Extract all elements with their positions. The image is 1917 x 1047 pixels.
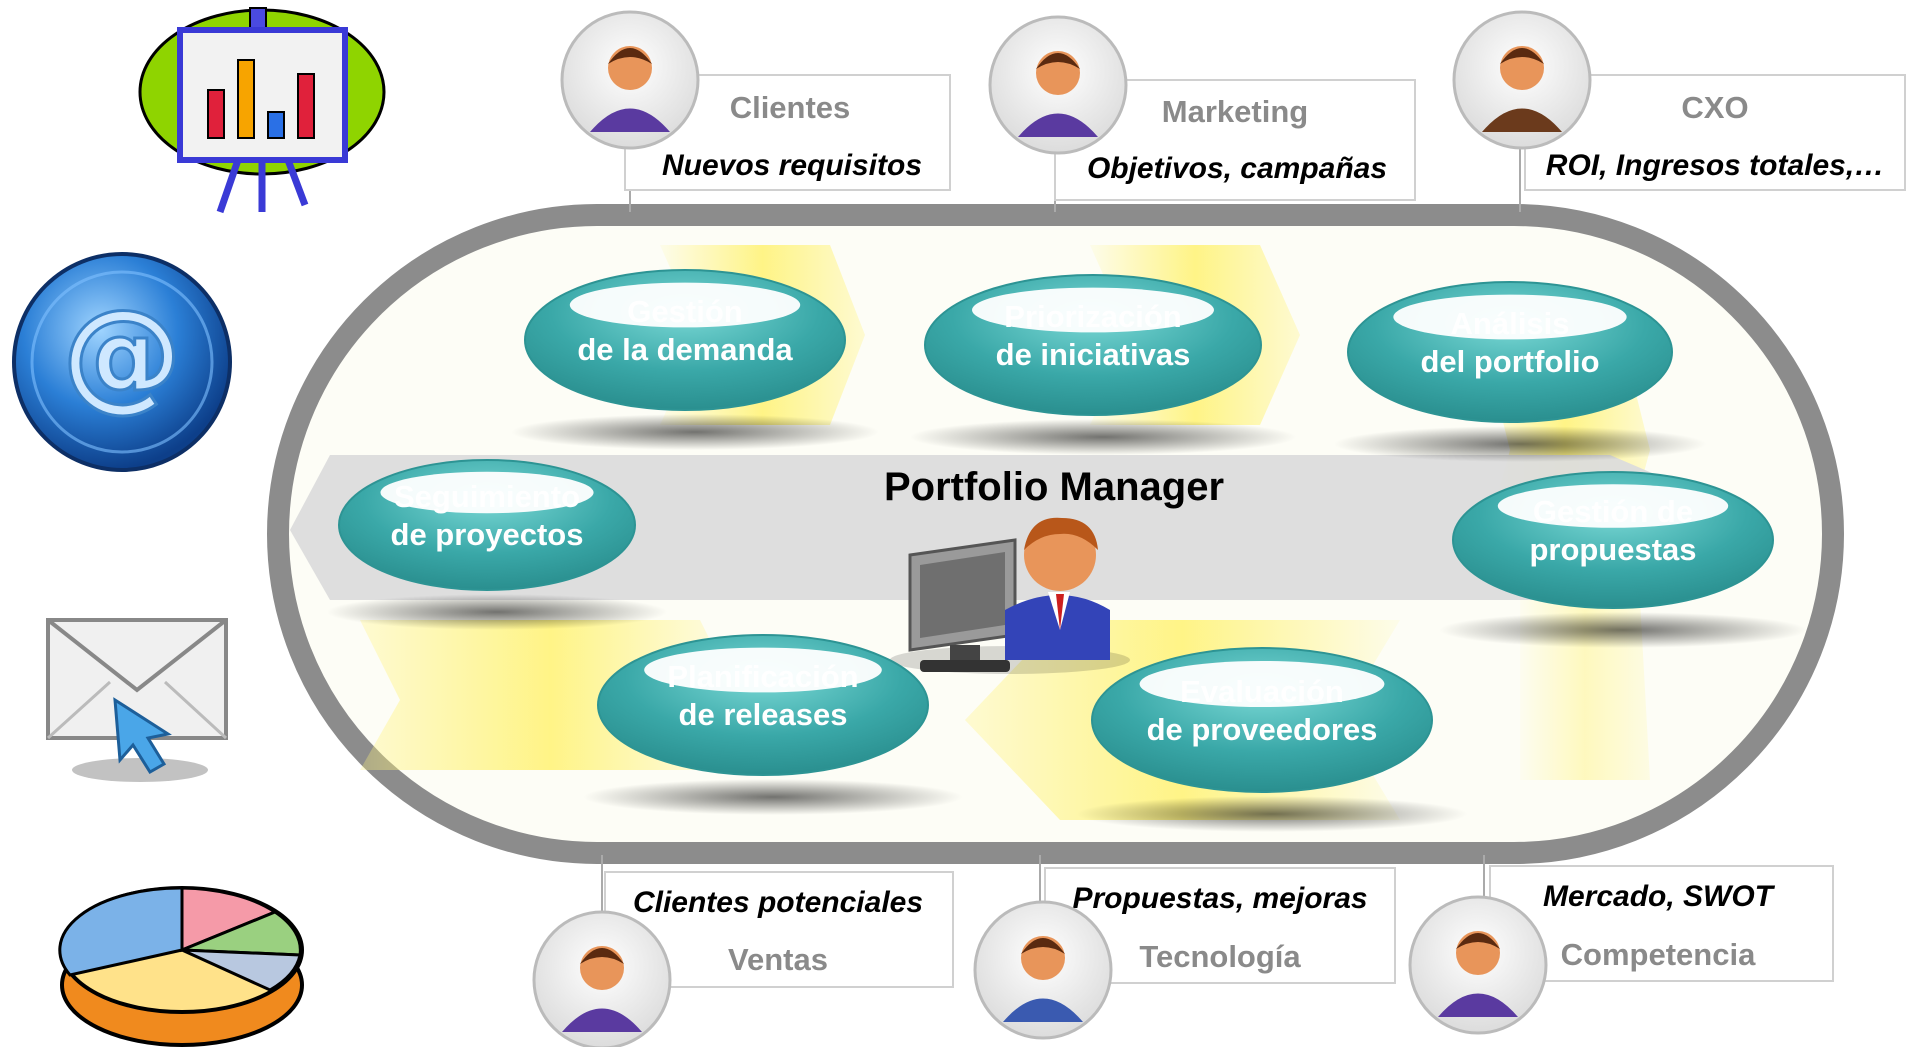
process-title-line1: Planificación: [667, 659, 858, 694]
executive-icon: [1452, 10, 1592, 150]
stakeholder-note: Propuestas, mejoras: [1072, 882, 1367, 915]
center-title: Portfolio Manager: [884, 465, 1224, 509]
clients-icon: [560, 10, 700, 150]
headset-operator-icon: [988, 15, 1128, 155]
process-title-line1: Gestión: [627, 294, 742, 329]
process-title-line1: Gestión de: [1533, 494, 1693, 529]
newspaper-reader-icon: [1408, 895, 1548, 1035]
process-title-line1: Seguimiento: [394, 479, 580, 514]
technician-icon: [973, 900, 1113, 1040]
process-title-line2: de la demanda: [577, 332, 793, 367]
stakeholder-role: Clientes: [730, 90, 851, 125]
stakeholder-bottom-1: Tecnología Propuestas, mejoras: [973, 867, 1396, 1040]
stakeholder-role: Competencia: [1561, 937, 1756, 972]
svg-text:@: @: [62, 285, 182, 424]
email-envelope-icon: [46, 618, 228, 782]
process-title-line2: propuestas: [1529, 532, 1696, 567]
stakeholder-note: Objetivos, campañas: [1087, 152, 1387, 185]
manager-at-computer-icon: [890, 517, 1130, 674]
salesperson-icon: [532, 910, 672, 1047]
process-title-line1: Análisis: [1451, 306, 1570, 341]
stakeholder-note: Clientes potenciales: [633, 886, 923, 919]
center-band: [290, 455, 1680, 600]
process-title-line2: de releases: [679, 697, 848, 732]
stakeholder-bottom-0: Ventas Clientes potenciales: [532, 871, 954, 1047]
stakeholder-note: Nuevos requisitos: [662, 149, 922, 182]
process-title-line1: Priorización: [1004, 299, 1181, 334]
presentation-chart-icon: [138, 7, 386, 214]
pie-chart-icon: [58, 886, 304, 1047]
stakeholder-role: Tecnología: [1139, 939, 1301, 974]
process-title-line2: de iniciativas: [996, 337, 1191, 372]
stakeholder-bottom-2: Competencia Mercado, SWOT: [1408, 865, 1834, 1035]
process-title-line2: del portfolio: [1420, 344, 1599, 379]
stakeholder-note: ROI, Ingresos totales,…: [1546, 149, 1884, 182]
stakeholder-role: Marketing: [1162, 94, 1308, 129]
process-title-line2: de proveedores: [1147, 712, 1378, 747]
stakeholder-role: Ventas: [728, 942, 828, 977]
at-sign-icon: @: [12, 252, 232, 472]
stakeholder-top-2: CXO ROI, Ingresos totales,…: [1452, 10, 1906, 191]
stakeholder-role: CXO: [1681, 90, 1748, 125]
process-title-line2: de proyectos: [391, 517, 584, 552]
process-title-line1: Evaluación: [1180, 674, 1344, 709]
stakeholder-note: Mercado, SWOT: [1543, 880, 1776, 913]
